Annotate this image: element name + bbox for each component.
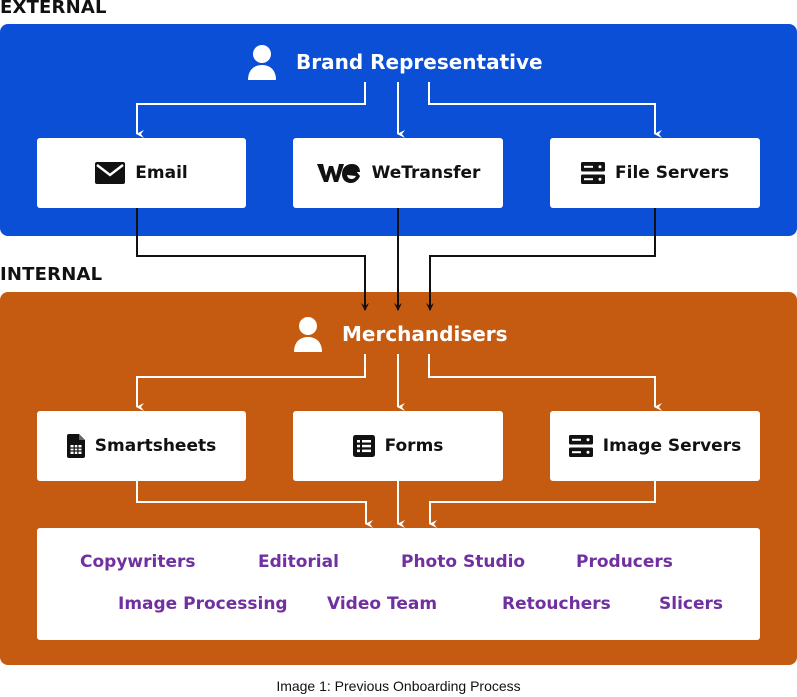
wetransfer-logo-icon [316,164,360,183]
tool-image-servers-label: Image Servers [602,436,742,456]
tool-forms: Forms [293,411,503,481]
spreadsheet-file-icon [66,434,85,458]
figure-caption: Image 1: Previous Onboarding Process [276,678,521,694]
channel-wetransfer-label: WeTransfer [371,163,481,183]
tool-smartsheets: Smartsheets [37,411,246,481]
team-producers: Producers [576,552,673,572]
section-label-internal: INTERNAL [0,264,103,285]
team-video-team: Video Team [327,594,438,614]
envelope-icon [95,162,126,184]
merchandisers-label: Merchandisers [342,322,508,346]
teams-box: Copywriters Editorial Photo Studio Produ… [37,528,760,640]
team-editorial: Editorial [258,552,339,572]
list-form-icon [352,435,375,457]
channel-file-servers: File Servers [550,138,760,208]
team-image-processing: Image Processing [118,594,288,614]
team-photo-studio: Photo Studio [401,552,526,572]
section-label-external: EXTERNAL [0,0,107,18]
tool-forms-label: Forms [384,436,444,456]
brand-representative-node: Brand Representative [246,44,543,80]
server-icon [581,162,605,184]
tool-smartsheets-label: Smartsheets [94,436,217,456]
tool-image-servers: Image Servers [550,411,760,481]
channel-email: Email [37,138,246,208]
channel-file-servers-label: File Servers [615,163,729,183]
team-slicers: Slicers [659,594,724,614]
team-retouchers: Retouchers [502,594,611,614]
channel-email-label: Email [135,163,188,183]
person-icon [294,317,322,352]
channel-wetransfer: WeTransfer [293,138,503,208]
brand-representative-label: Brand Representative [296,50,543,74]
merchandisers-node: Merchandisers [292,316,508,352]
server-icon [568,435,593,457]
team-copywriters: Copywriters [80,552,196,572]
person-icon [248,45,276,80]
